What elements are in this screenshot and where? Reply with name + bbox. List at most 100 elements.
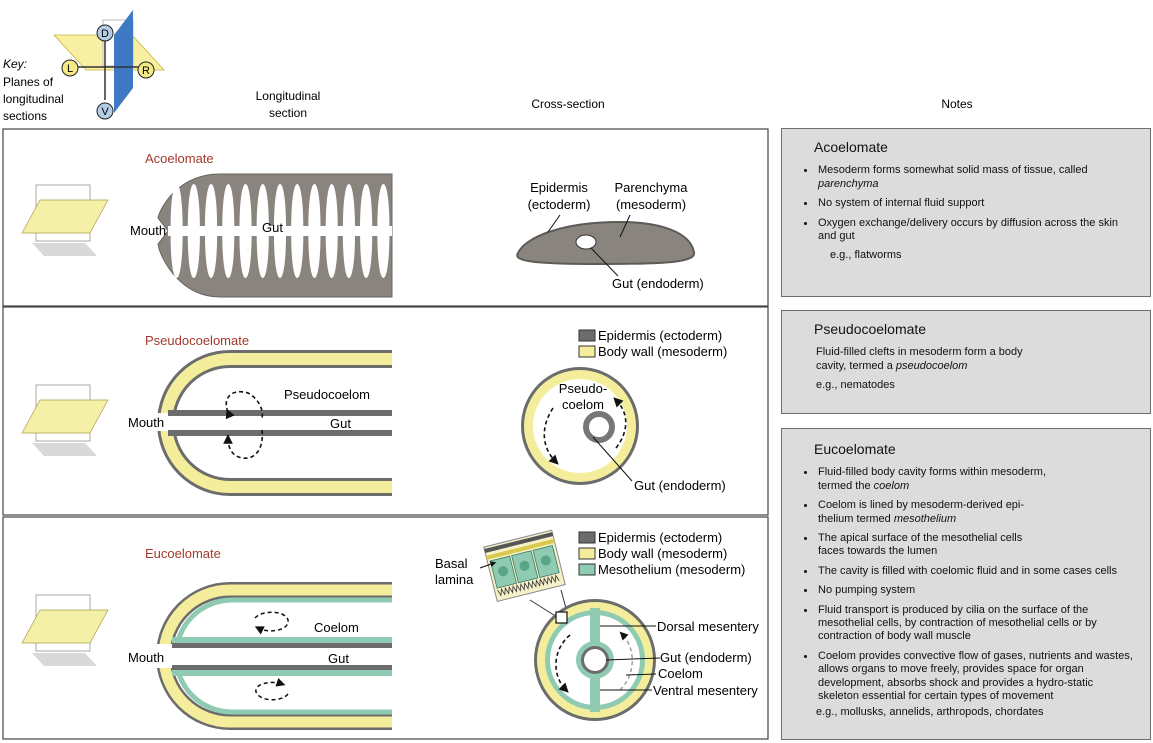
pseudocoelomate-mouth-gap	[150, 413, 180, 431]
key-letter-r: R	[142, 65, 150, 77]
header-longitudinal-2: section	[269, 106, 307, 120]
notes-example-pseudocoelomate: e.g., nematodes	[816, 379, 895, 392]
list-item: Fluid transport is produced by cilia on …	[816, 604, 1136, 644]
legend-body-wall-e: Body wall (mesoderm)	[598, 546, 727, 561]
acoelomate-parenchyma-label-2: (mesoderm)	[616, 197, 686, 212]
eucoelomate-gut-label: Gut	[328, 651, 349, 666]
pseudocoelomate-body-wall	[157, 350, 392, 496]
basal-lamina-label-2: lamina	[435, 572, 474, 587]
notes-text-pseudocoelomate: Fluid-filled clefts in mesoderm form a b…	[816, 346, 1023, 372]
list-item: No pumping system	[816, 584, 1136, 597]
ventral-mesentery-label: Ventral mesentery	[653, 683, 758, 698]
legend-epidermis-p: Epidermis (ectoderm)	[598, 328, 722, 343]
eucoelomate-title: Eucoelomate	[145, 546, 221, 561]
pseudocoelomate-cross-label-2: coelom	[562, 397, 604, 412]
eucoelomate-gut-wall-lower	[172, 667, 392, 676]
acoelomate-epidermis-pointer	[547, 214, 561, 233]
notes-list-acoelomate: Mesoderm forms somewhat solid mass of ti…	[800, 164, 1136, 243]
eucoelomate-gut-wall-upper	[172, 637, 392, 646]
list-item: The apical surface of the mesothelial ce…	[816, 532, 1048, 559]
plane-icon-eucoelomate	[21, 594, 109, 666]
list-item: The cavity is filled with coelomic fluid…	[816, 565, 1136, 578]
pseudocoelomate-gut-pointer	[592, 436, 633, 482]
notes-title-eucoelomate: Eucoelomate	[814, 441, 896, 457]
legend-swatch-body-wall-p	[578, 345, 596, 358]
acoelomate-gut-label: Gut	[262, 220, 283, 235]
header-longitudinal-1: Longitudinal	[256, 89, 321, 103]
legend-swatch-mesothelium-e	[578, 563, 596, 576]
eu-cross-coelom-label: Coelom	[658, 666, 703, 681]
eucoelomate-gut-lower	[172, 665, 392, 670]
list-item: No system of internal fluid support	[816, 197, 1136, 210]
legend-swatch-body-wall-e	[578, 547, 596, 560]
plane-icon-pseudocoelomate	[21, 384, 109, 456]
notes-panel-pseudocoelomate: Pseudocoelomate Fluid-filled clefts in m…	[781, 310, 1151, 414]
dorsal-mesentery-label: Dorsal mesentery	[657, 619, 759, 634]
pseudocoelomate-cross-arrow-left	[543, 407, 559, 465]
legend-swatch-epidermis-e	[578, 531, 596, 544]
notes-title-acoelomate: Acoelomate	[814, 139, 888, 155]
key-title: Key:	[3, 57, 27, 71]
legend-epidermis-e: Epidermis (ectoderm)	[598, 530, 722, 545]
acoelomate-parenchyma-label-1: Parenchyma	[615, 180, 689, 195]
pseudocoelomate-flow-arrow-top	[225, 391, 264, 420]
eucoelomate-mouth-label: Mouth	[128, 650, 164, 665]
pseudocoelomate-cross-gut	[583, 411, 615, 443]
header-cross-section: Cross-section	[531, 97, 604, 111]
inset-connector-left	[529, 599, 558, 618]
key-letter-d: D	[101, 28, 109, 40]
notes-panel-acoelomate: Acoelomate Mesoderm forms somewhat solid…	[781, 128, 1151, 297]
basal-lamina-label-1: Basal	[435, 556, 468, 571]
acoelomate-epidermis-label-1: Epidermis	[530, 180, 588, 195]
row-frame-pseudocoelomate	[2, 306, 769, 516]
eucoelomate-flow-arrow-top	[254, 611, 289, 635]
list-item: Oxygen exchange/delivery occurs by diffu…	[816, 217, 1136, 244]
key-line-3: sections	[3, 109, 47, 123]
acoelomate-cross-body	[516, 220, 696, 266]
pseudocoelomate-gut-endoderm-label: Gut (endoderm)	[634, 478, 726, 493]
list-item: Mesoderm forms somewhat solid mass of ti…	[816, 164, 1136, 191]
legend-mesothelium-e: Mesothelium (mesoderm)	[598, 562, 745, 577]
list-item: Coelom provides convective flow of gases…	[816, 650, 1136, 704]
pseudocoelomate-cross-label-1: Pseudo-	[559, 381, 607, 396]
acoelomate-parenchyma-pointer	[619, 214, 631, 238]
eucoelomate-gut-upper	[172, 643, 392, 648]
pseudocoelomate-title: Pseudocoelomate	[145, 333, 249, 348]
key-letter-v: V	[101, 106, 109, 118]
key-line-1: Planes of	[3, 75, 54, 89]
basal-lamina-pointer	[479, 561, 497, 569]
pseudocoelomate-mouth-label: Mouth	[128, 415, 164, 430]
pseudocoelomate-pseudocoelom-label: Pseudocoelom	[284, 387, 370, 402]
notes-title-pseudocoelomate: Pseudocoelomate	[814, 321, 927, 337]
pseudocoelomate-flow-arrow-bottom	[223, 429, 264, 459]
pseudocoelomate-body-wall-yellow	[160, 353, 392, 493]
acoelomate-gut-endoderm-label: Gut (endoderm)	[612, 276, 704, 291]
acoelomate-gut-lumen	[168, 184, 392, 278]
row-frame-eucoelomate	[2, 516, 769, 740]
notes-example-acoelomate: e.g., flatworms	[830, 249, 902, 262]
key-plane-diagram	[53, 10, 165, 120]
eucoelomate-cross-section	[534, 599, 656, 721]
legend-body-wall-p: Body wall (mesoderm)	[598, 344, 727, 359]
acoelomate-epidermis-label-2: (ectoderm)	[528, 197, 591, 212]
eu-gut-pointer	[605, 657, 661, 661]
list-item: Coelom is lined by mesoderm-derived epi-…	[816, 499, 1048, 526]
list-item: Fluid-filled body cavity forms within me…	[816, 466, 1058, 493]
eu-coelom-pointer	[625, 673, 657, 676]
basal-lamina-inset	[483, 529, 566, 603]
acoelomate-cross-gut	[575, 234, 597, 250]
acoelomate-title: Acoelomate	[145, 151, 214, 166]
acoelomate-mouth-label: Mouth	[130, 223, 166, 238]
plane-icon-acoelomate	[21, 184, 109, 256]
eu-gut-endoderm-label: Gut (endoderm)	[660, 650, 752, 665]
acoelomate-gut-pointer	[590, 247, 619, 277]
eucoelomate-coelom-label: Coelom	[314, 620, 359, 635]
key-letter-l: L	[67, 63, 73, 75]
notes-example-eucoelomate: e.g., mollusks, annelids, arthropods, ch…	[816, 705, 1044, 718]
notes-panel-eucoelomate: Eucoelomate Fluid-filled body cavity for…	[781, 428, 1151, 740]
eucoelomate-flow-arrow-bottom	[255, 678, 289, 701]
key-line-2: longitudinal	[3, 92, 64, 106]
legend-swatch-epidermis-p	[578, 329, 596, 342]
notes-list-eucoelomate: Fluid-filled body cavity forms within me…	[800, 466, 1136, 703]
